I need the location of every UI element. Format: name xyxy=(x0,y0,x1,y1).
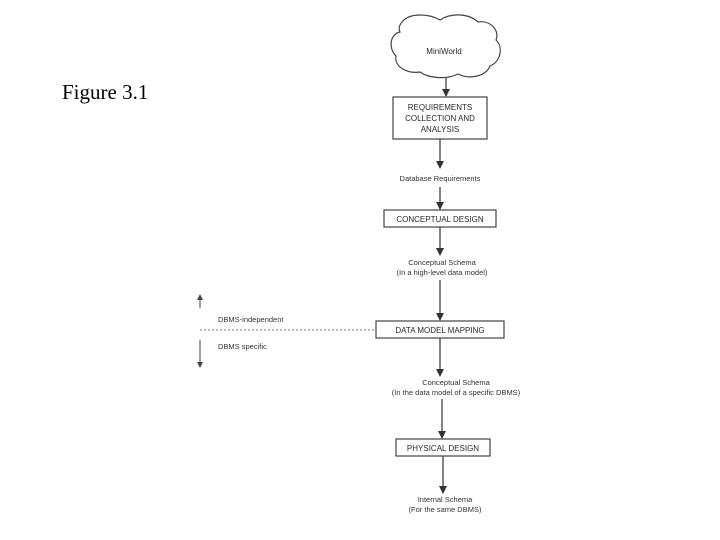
requirements-box xyxy=(392,96,488,140)
dbms-specific-label: DBMS specific xyxy=(218,342,267,351)
data-model-mapping-label: DATA MODEL MAPPING xyxy=(395,326,484,335)
logical-schema-line-1: Conceptual Schema xyxy=(422,378,490,387)
requirements-line-1: REQUIREMENTS xyxy=(408,103,472,112)
divider-down-arrow-icon xyxy=(197,362,203,368)
internal-schema-line-1: Internal Schema xyxy=(418,495,473,504)
dbms-independent-label: DBMS-independent xyxy=(218,315,284,324)
logical-schema-line-2: (In the data model of a specific DBMS) xyxy=(392,388,521,397)
database-requirements-label: Database Requirements xyxy=(400,174,481,183)
divider-up-arrow-icon xyxy=(197,294,203,300)
physical-design-label: PHYSICAL DESIGN xyxy=(407,444,479,453)
requirements-line-3: ANALYSIS xyxy=(421,125,460,134)
conceptual-design-label: CONCEPTUAL DESIGN xyxy=(396,215,483,224)
conceptual-schema-line-2: (In a high-level data model) xyxy=(397,268,488,277)
internal-schema-line-2: (For the same DBMS) xyxy=(409,505,482,514)
miniworld-label: MiniWorld xyxy=(426,47,461,56)
conceptual-schema-line-1: Conceptual Schema xyxy=(408,258,476,267)
figure-label: Figure 3.1 xyxy=(62,80,149,104)
requirements-line-2: COLLECTION AND xyxy=(405,114,475,123)
miniworld-cloud xyxy=(390,14,501,79)
